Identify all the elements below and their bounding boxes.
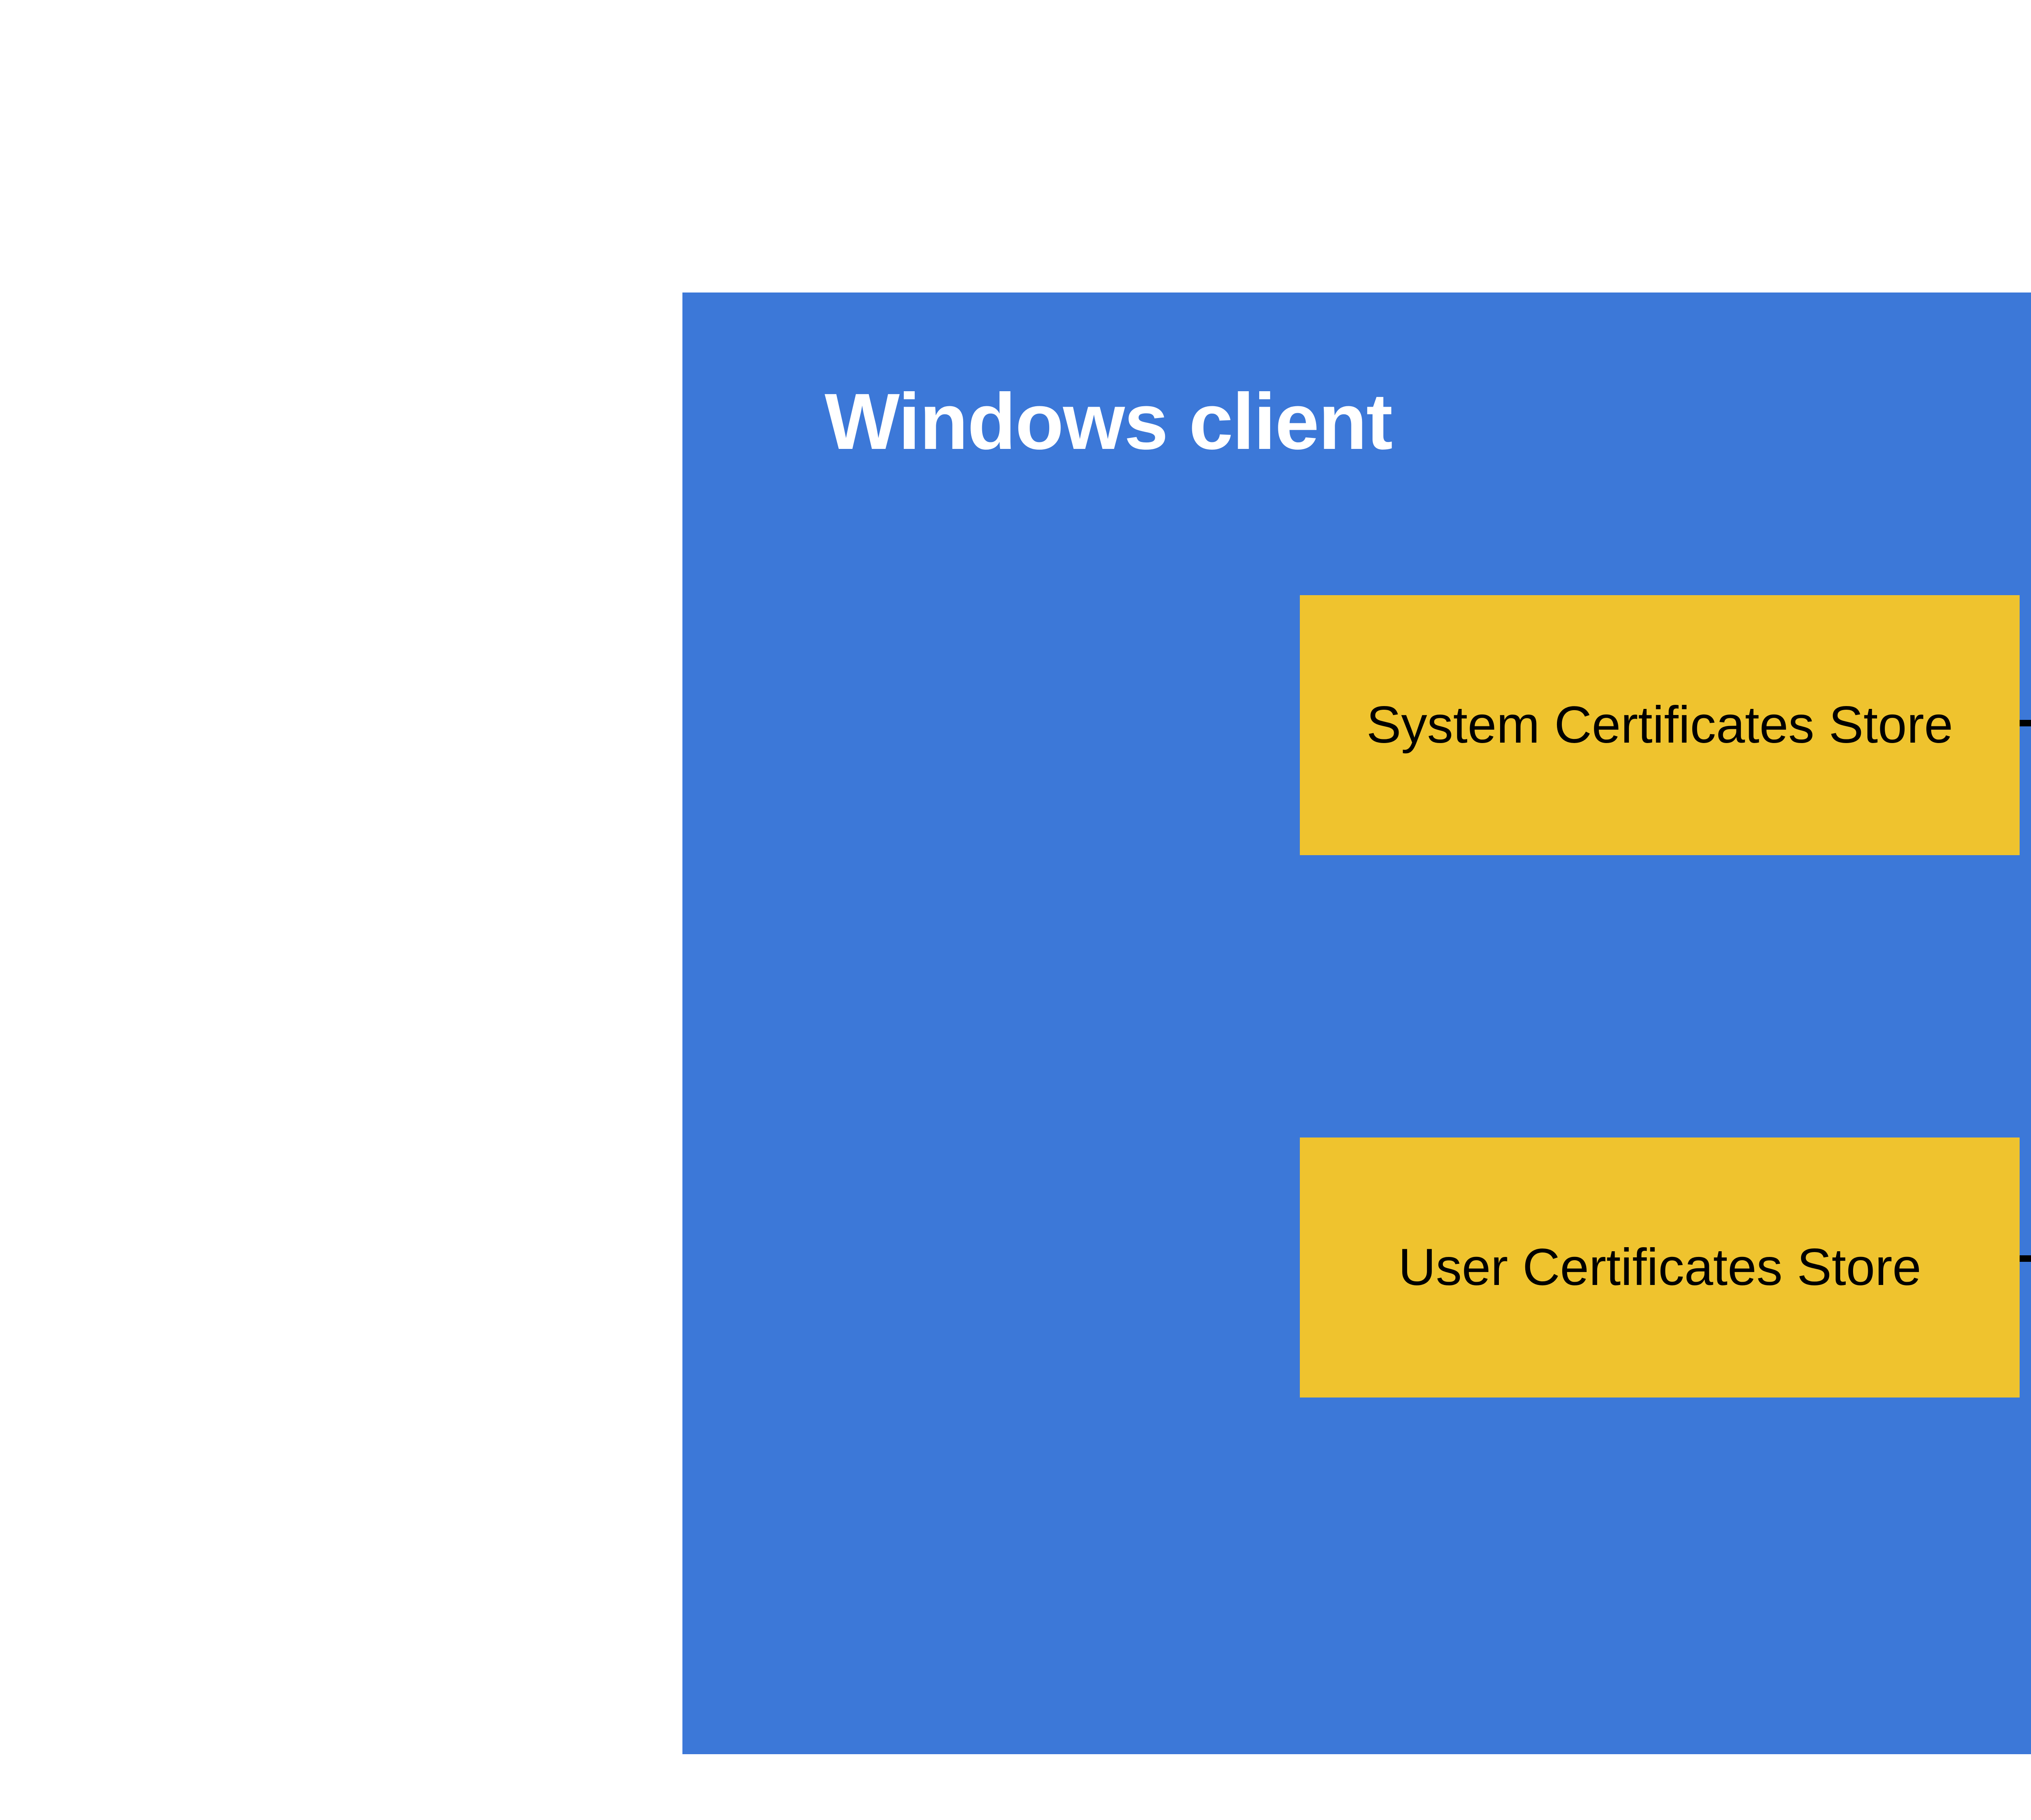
windows-client-container[interactable]: Windows client xyxy=(682,292,2031,1754)
windows-client-title: Windows client xyxy=(825,377,1393,466)
user-certificates-store-label: User Certificates Store xyxy=(1398,1238,1921,1296)
system-certificates-store-label: System Certificates Store xyxy=(1366,696,1953,754)
connector-user-store-to-kerberos-certificate xyxy=(2020,1255,2031,1262)
system-certificates-store-box[interactable]: System Certificates Store xyxy=(1300,595,2020,855)
connector-system-store-to-machine-certificate xyxy=(2020,720,2031,726)
user-certificates-store-box[interactable]: User Certificates Store xyxy=(1300,1138,2020,1398)
